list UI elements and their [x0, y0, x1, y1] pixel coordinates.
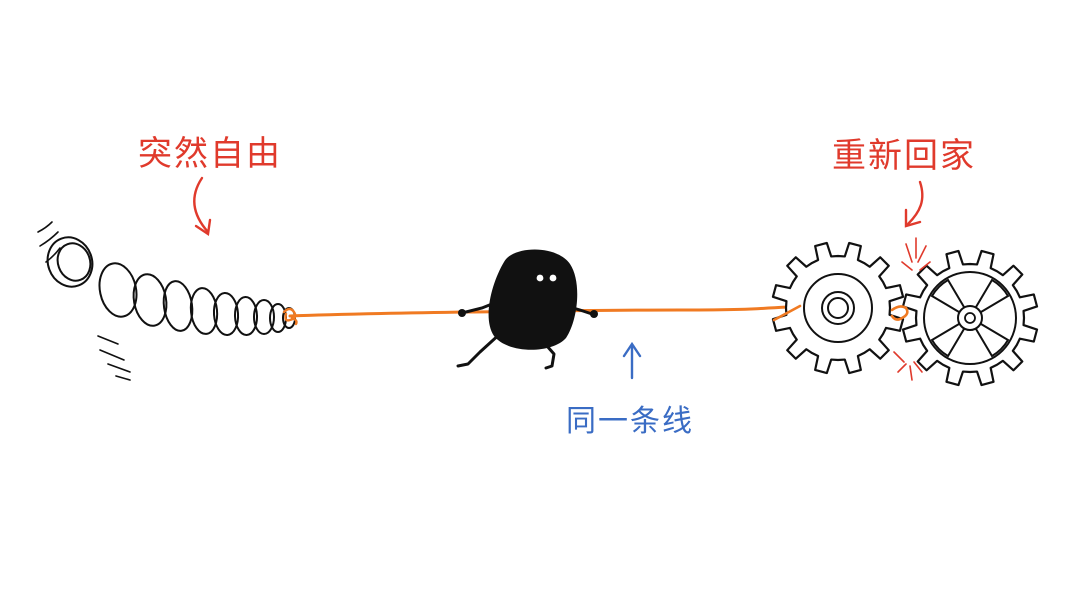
- rope-knot-right: [772, 304, 909, 322]
- curved-arrow-right-icon: [904, 180, 924, 228]
- blob-character: [456, 249, 598, 370]
- up-arrow-icon: [622, 341, 642, 380]
- rope-knot-left: [282, 307, 298, 326]
- right-eye-icon: [549, 274, 557, 282]
- label-return-home: 重新回家: [832, 136, 976, 176]
- spark-icon: [893, 237, 931, 381]
- gear-icon-left: [771, 241, 905, 375]
- label-same-line: 同一条线: [566, 404, 694, 439]
- gear-icon-right: [901, 249, 1039, 387]
- motion-lines-bottom: [97, 335, 131, 381]
- spring-coil: [46, 236, 296, 336]
- curved-arrow-left-icon: [193, 176, 212, 237]
- label-suddenly-free: 突然自由: [138, 134, 282, 174]
- left-eye-icon: [536, 274, 544, 282]
